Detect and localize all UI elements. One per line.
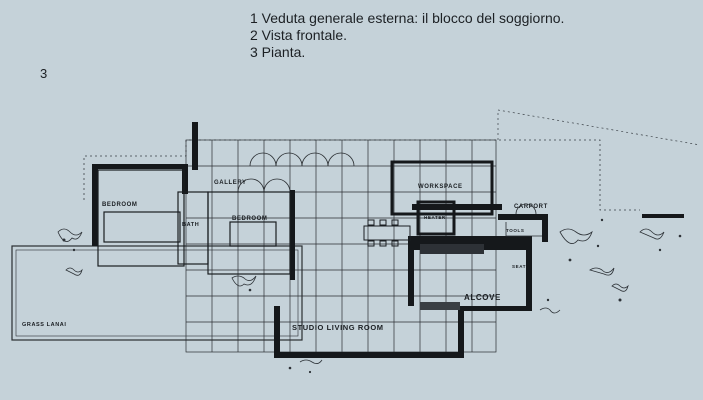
label-workspace: WORKSPACE bbox=[418, 184, 463, 190]
caption-2: 2 Vista frontale. bbox=[250, 27, 348, 43]
gallery-door-arcs bbox=[237, 152, 355, 193]
label-bath: BATH bbox=[182, 222, 199, 228]
bedroom-walls bbox=[97, 169, 291, 275]
vegetation-dots bbox=[62, 218, 682, 374]
alcove-seat bbox=[420, 302, 460, 310]
carport-structure bbox=[505, 203, 542, 237]
label-carport: CARPORT bbox=[514, 204, 548, 210]
label-bedroom-center: BEDROOM bbox=[232, 216, 268, 222]
dining-furniture bbox=[363, 219, 411, 247]
site-boundary-right bbox=[497, 109, 701, 146]
label-studio-living-room: STUDIO LIVING ROOM bbox=[292, 323, 384, 332]
heavy-walls bbox=[92, 122, 684, 358]
figure-number: 3 bbox=[40, 66, 48, 81]
label-tools: TOOLS bbox=[506, 228, 524, 233]
workspace-outline bbox=[390, 160, 494, 216]
label-alcove: ALCOVE bbox=[464, 293, 501, 302]
heater-outline bbox=[416, 200, 456, 236]
hearth-pattern bbox=[420, 244, 484, 254]
label-seat: SEAT bbox=[512, 264, 526, 269]
figure-captions: 1 Veduta generale esterna: il blocco del… bbox=[250, 10, 564, 61]
site-boundary-dotted bbox=[83, 139, 640, 211]
label-heater: HEATER bbox=[424, 215, 446, 220]
vegetation bbox=[57, 228, 665, 364]
grass-lanai-inner bbox=[15, 249, 299, 337]
label-gallery: GALLERY bbox=[214, 180, 247, 186]
grass-lanai-outline bbox=[11, 245, 303, 341]
caption-3: 3 Pianta. bbox=[250, 44, 306, 60]
label-grass-lanai: GRASS LANAI bbox=[22, 322, 67, 328]
caption-1: 1 Veduta generale esterna: il blocco del… bbox=[250, 10, 565, 26]
label-bedroom-left: BEDROOM bbox=[102, 202, 138, 208]
